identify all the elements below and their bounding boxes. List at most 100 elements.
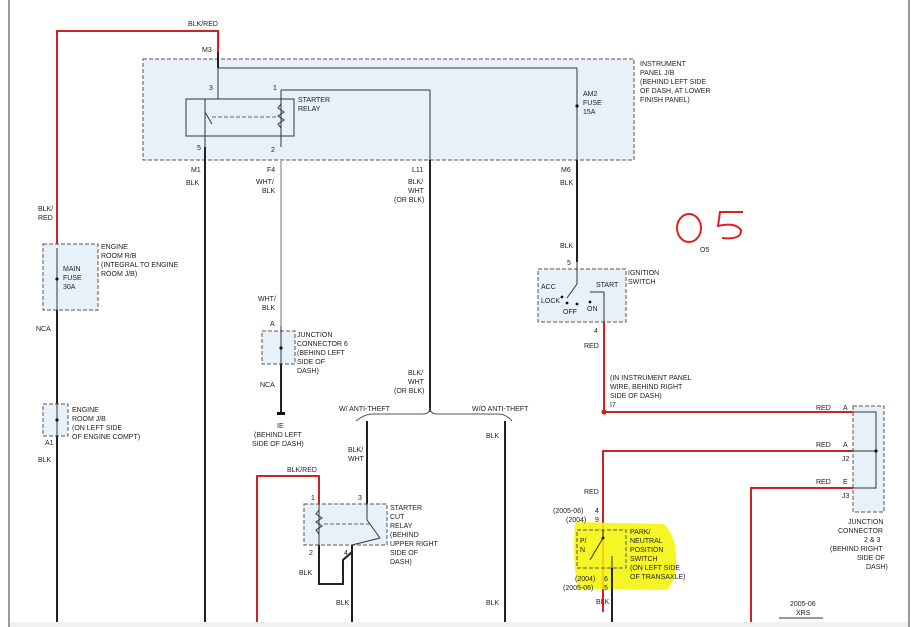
jc23-label: DASH) <box>866 564 888 571</box>
pnp-year-4: (2005-06) <box>563 585 593 592</box>
pnp-label: PARK/ <box>630 529 651 536</box>
red-label-1: RED <box>816 405 831 412</box>
pnp-label: (ON LEFT SIDE <box>630 565 680 572</box>
l11-wire-label: (OR BLK) <box>394 197 424 204</box>
starter-cut-label: (BEHIND <box>390 532 419 539</box>
jc23-label: (BEHIND RIGHT <box>830 546 883 553</box>
ipjb-line: OF DASH, AT LOWER <box>640 88 711 95</box>
engine-jb-label: ROOM J/B <box>72 416 106 423</box>
am2-label: FUSE <box>583 100 602 107</box>
starter-cut-contact-icon <box>366 519 381 539</box>
starter-cut-label: RELAY <box>390 523 413 530</box>
starter-cut-pin3: 3 <box>358 495 362 502</box>
anti-theft-brace <box>355 407 513 422</box>
starter-relay-coil-icon <box>277 103 285 129</box>
jc23-label: JUNCTION <box>848 519 883 526</box>
junction6-pin-a: A <box>270 321 275 328</box>
l11-wire2-label: (OR BLK) <box>394 388 424 395</box>
f4-wire2-label: BLK <box>262 305 276 312</box>
starter-relay-pin1: 1 <box>273 85 277 92</box>
ignition-label: IGNITION <box>628 270 659 277</box>
junction-connector-2-3-box <box>852 405 885 513</box>
junction6-label: DASH) <box>297 368 319 375</box>
junction6-label: CONNECTOR 6 <box>297 341 348 348</box>
blk-red-label-2: BLK/RED <box>287 467 317 474</box>
pin-m3: M3 <box>202 47 212 54</box>
engine-jb-label: OF ENGINE COMPT) <box>72 434 140 441</box>
pnp-highlight <box>574 522 677 590</box>
instrument-panel-jb-label: INSTRUMENT PANEL J/B (BEHIND LEFT SIDE O… <box>640 61 711 104</box>
handwritten-note: O5 <box>700 247 709 254</box>
engine-jb-dot <box>55 418 59 422</box>
in-panel-label: WIRE, BEHIND RIGHT <box>610 384 683 391</box>
starter-cut-coil-icon <box>315 509 323 535</box>
jc23-label: SIDE OF <box>857 555 885 562</box>
am2-label: AM2 <box>583 91 598 98</box>
jc-pin-j2: J2 <box>842 456 850 463</box>
f4-wire-label: BLK <box>262 188 276 195</box>
bottom-strip <box>10 622 908 627</box>
jc23-label: CONNECTOR <box>838 528 883 535</box>
pnp-year-1: (2005-06) <box>553 508 583 515</box>
starter-cut-pin2: 2 <box>309 550 313 557</box>
red-label-2: RED <box>816 442 831 449</box>
ignition-lock: LOCK <box>541 298 560 305</box>
pin-l11: L11 <box>412 167 423 174</box>
starter-cut-label: SIDE OF <box>390 550 418 557</box>
ignition-off: OFF <box>563 309 577 316</box>
ignition-pin4: 4 <box>594 328 598 335</box>
ground-ie-icon <box>277 412 285 415</box>
pnp-label: OF TRANSAXLE) <box>630 574 686 581</box>
ground-ie-location: (BEHIND LEFT <box>254 432 303 439</box>
am2-label: 15A <box>583 109 596 116</box>
pnp-label: NEUTRAL <box>630 538 663 545</box>
pnp-pn-label: P/ <box>580 538 587 545</box>
junction-connector-6-box <box>261 330 296 365</box>
m6-wire-label: BLK <box>560 180 574 187</box>
wire-starter-cut-ground-loop <box>318 545 353 585</box>
engine-jb-label: (ON LEFT SIDE <box>72 425 122 432</box>
starter-cut-label: CUT <box>390 514 405 521</box>
junction6-label: JUNCTION <box>297 332 332 339</box>
ignition-on-dot <box>588 300 592 304</box>
f4-wire2-label: WHT/ <box>258 296 276 303</box>
m1-wire-label: BLK <box>186 180 200 187</box>
engine-room-rb-box <box>42 243 99 311</box>
handwritten-annotation: O5 <box>676 211 743 254</box>
l11-wire2-label: WHT <box>408 379 425 386</box>
ipjb-line: INSTRUMENT <box>640 61 687 68</box>
main-fuse-label: 30A <box>63 284 76 291</box>
pin-m1: M1 <box>191 167 201 174</box>
jc23-label: 2 & 3 <box>864 537 880 544</box>
ipjb-line: (BEHIND LEFT SIDE <box>640 79 706 86</box>
engine-rb-label: ROOM R/B <box>101 253 137 260</box>
starter-cut-label: UPPER RIGHT <box>390 541 439 548</box>
starter-relay-pin2: 2 <box>271 147 275 154</box>
ignition-off-dot <box>575 302 579 306</box>
jc-pin-a2: A <box>843 442 848 449</box>
no-anti-theft-label: W/O ANTI-THEFT <box>472 406 529 413</box>
pin-a1: A1 <box>45 440 54 447</box>
pnp-label: SWITCH <box>630 556 658 563</box>
wire-red-jc-e <box>750 487 853 627</box>
ignition-label: SWITCH <box>628 279 656 286</box>
l11-wire-label: BLK/ <box>408 179 423 186</box>
l11-wire2-label: BLK/ <box>408 370 423 377</box>
in-panel-label: SIDE OF DASH) <box>610 393 662 400</box>
xrs-label: XRS <box>796 610 811 617</box>
pnp-out-blk-label: BLK <box>596 599 610 606</box>
a1-wire-label: BLK <box>38 457 52 464</box>
starter-cut-label: DASH) <box>390 559 412 566</box>
junction6-dot <box>279 346 283 350</box>
ipjb-line: PANEL J/B <box>640 70 675 77</box>
ignition-on: ON <box>587 306 598 313</box>
l11-wire-label: WHT <box>408 188 425 195</box>
xrs-label: 2005-06 <box>790 601 816 608</box>
jc-pin-a1: A <box>843 405 848 412</box>
wire-blk-red-starter-cut <box>256 475 320 627</box>
starter-cut-pin4: 4 <box>344 550 348 557</box>
in-panel-label: (IN INSTRUMENT PANEL <box>610 375 692 382</box>
junction6-label: (BEHIND LEFT <box>297 350 346 357</box>
engine-rb-label: ROOM J/B) <box>101 271 137 278</box>
pnp-pin6: 6 <box>604 576 608 583</box>
